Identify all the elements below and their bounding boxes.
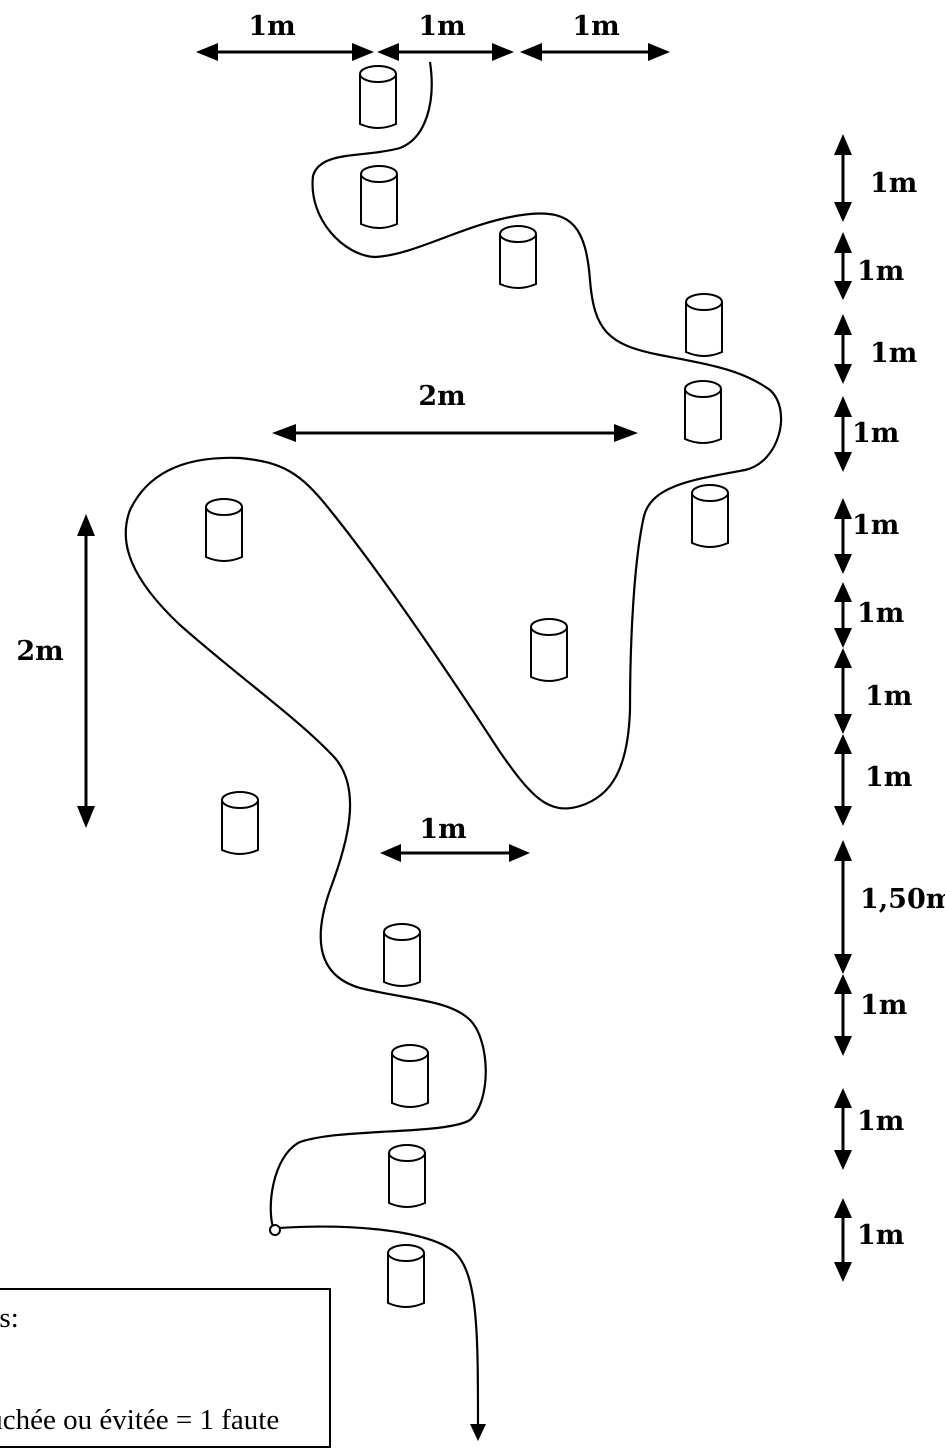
right-spacing-label-11: 1m bbox=[857, 1106, 904, 1137]
start-point bbox=[269, 1224, 281, 1236]
cone-12 bbox=[388, 1144, 426, 1208]
right-spacing-label-9: 1,50m bbox=[860, 884, 945, 915]
exit-path bbox=[278, 1225, 480, 1429]
right-spacing-label-12: 1m bbox=[857, 1220, 904, 1251]
right-spacing-label-1: 1m bbox=[870, 168, 917, 199]
bottom-offset-label: 1m bbox=[419, 814, 466, 845]
cone-6 bbox=[691, 484, 729, 548]
top-dimension-arrows bbox=[196, 43, 670, 61]
penalty-rule: Quille touchée ou évitée = 1 faute bbox=[0, 1404, 280, 1436]
top-spacing-label-2: 1m bbox=[418, 11, 465, 42]
right-spacing-label-10: 1m bbox=[860, 990, 907, 1021]
cone-5 bbox=[684, 380, 722, 444]
cone-2 bbox=[360, 165, 398, 229]
cone-1 bbox=[359, 65, 397, 129]
right-spacing-label-5: 1m bbox=[852, 510, 899, 541]
cone-11 bbox=[391, 1044, 429, 1108]
cone-10 bbox=[383, 923, 421, 987]
right-spacing-label-2: 1m bbox=[857, 256, 904, 287]
cone-4 bbox=[685, 293, 723, 357]
loop-height-arrow bbox=[77, 514, 95, 828]
course-path bbox=[124, 61, 783, 1231]
cone-3 bbox=[499, 225, 537, 289]
loop-width-arrow bbox=[272, 424, 638, 442]
exit-arrow bbox=[470, 1424, 486, 1441]
right-spacing-label-4: 1m bbox=[852, 418, 899, 449]
right-dimension-arrows bbox=[834, 134, 852, 1282]
cone-9 bbox=[221, 791, 259, 855]
loop-width-label: 2m bbox=[418, 381, 465, 412]
top-spacing-label-1: 1m bbox=[248, 11, 295, 42]
cone-13 bbox=[387, 1244, 425, 1308]
right-spacing-label-8: 1m bbox=[865, 762, 912, 793]
loop-height-label: 2m bbox=[16, 636, 63, 667]
right-spacing-label-6: 1m bbox=[857, 598, 904, 629]
top-spacing-label-3: 1m bbox=[572, 11, 619, 42]
penalties-title: Pénalités: bbox=[0, 1302, 19, 1334]
right-spacing-label-3: 1m bbox=[870, 338, 917, 369]
bottom-offset-arrow bbox=[380, 844, 530, 862]
penalties-legend: Pénalités: Quille touchée ou évitée = 1 … bbox=[0, 1288, 331, 1448]
cone-7 bbox=[205, 498, 243, 562]
cone-8 bbox=[530, 618, 568, 682]
right-spacing-label-7: 1m bbox=[865, 681, 912, 712]
